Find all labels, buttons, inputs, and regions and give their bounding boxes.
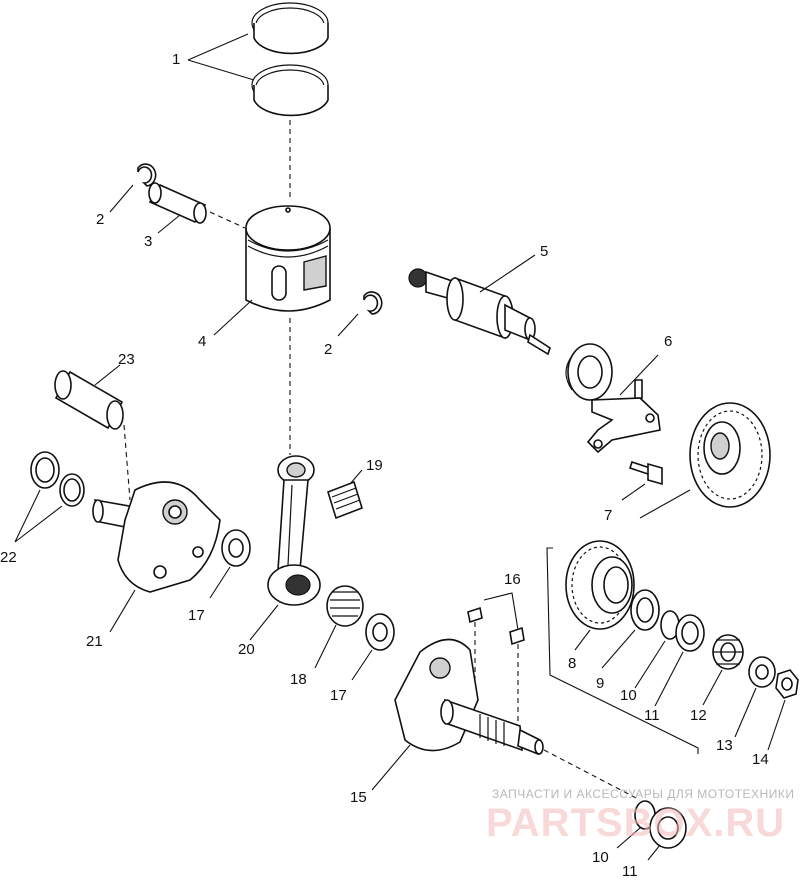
callout-17a: 17 (188, 607, 205, 624)
callout-11b: 11 (622, 863, 638, 880)
gear (565, 540, 635, 630)
callout-16: 16 (504, 571, 521, 588)
small-end-bearing (327, 480, 363, 520)
thrust-washer-left (221, 529, 251, 567)
callouts: 1 2 2 3 4 5 6 7 8 9 10 10 11 11 12 13 14… (0, 51, 769, 880)
watermark-brand: PARTSBOX.RU (486, 801, 785, 845)
circlip-left (137, 163, 157, 187)
callout-21: 21 (86, 633, 103, 650)
piston-pin (148, 182, 207, 224)
watermark-tagline: ЗАПЧАСТИ И АКСЕССУАРЫ ДЛЯ МОТОТЕХНИКИ (492, 787, 794, 801)
callout-22: 22 (0, 549, 17, 566)
callout-5: 5 (540, 243, 548, 260)
watermark: ЗАПЧАСТИ И АКСЕССУАРЫ ДЛЯ МОТОТЕХНИКИ PA… (486, 787, 794, 845)
callout-11a: 11 (644, 707, 660, 724)
crank-pin (54, 370, 124, 430)
callout-7: 7 (604, 507, 612, 524)
callout-6: 6 (664, 333, 672, 350)
callout-23: 23 (118, 351, 135, 368)
crankshaft-half-right (394, 638, 544, 756)
callout-2b: 2 (324, 341, 332, 358)
callout-14: 14 (752, 751, 769, 768)
crank-seals (30, 451, 85, 507)
mount-bracket (586, 379, 661, 454)
thrust-washer (630, 589, 660, 631)
piston (245, 205, 331, 312)
callout-8: 8 (568, 655, 576, 672)
callout-2a: 2 (96, 211, 104, 228)
callout-10a: 10 (620, 687, 637, 704)
callout-1: 1 (172, 51, 180, 68)
callout-10b: 10 (592, 849, 609, 866)
flat-washer (748, 656, 776, 688)
balancer-shaft (408, 268, 551, 356)
hex-nut (775, 669, 799, 699)
bearing-upper (675, 614, 705, 652)
callout-3: 3 (144, 233, 152, 250)
circlip-right (363, 291, 383, 315)
bolt (628, 460, 663, 486)
big-end-bearing (326, 585, 364, 627)
crankshaft-half-left (92, 481, 221, 593)
castle-nut (712, 634, 744, 670)
balancer-bearing (565, 343, 613, 401)
callout-17b: 17 (330, 687, 347, 704)
thrust-washer-right (365, 613, 395, 651)
callout-4: 4 (198, 333, 206, 350)
piston-rings (251, 2, 329, 117)
connecting-rod (267, 455, 321, 606)
callout-19: 19 (366, 457, 383, 474)
drive-gear-large (689, 402, 771, 508)
callout-12: 12 (690, 707, 707, 724)
callout-18: 18 (290, 671, 307, 688)
bearing-lower (649, 807, 687, 849)
callout-9: 9 (596, 675, 604, 692)
callout-15: 15 (350, 789, 367, 806)
woodruff-keys (467, 606, 525, 646)
callout-13: 13 (716, 737, 733, 754)
callout-20: 20 (238, 641, 255, 658)
